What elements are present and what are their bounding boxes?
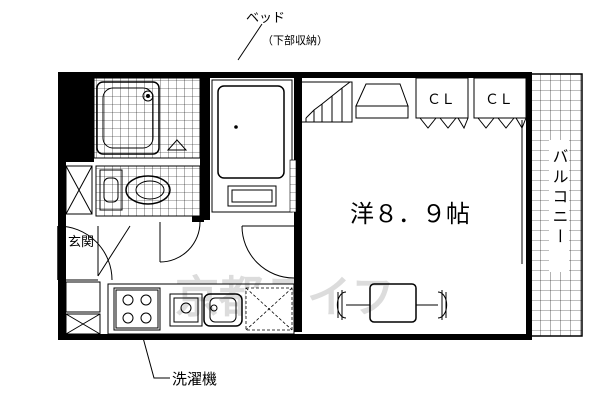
outer-walls	[58, 72, 532, 340]
closet-1-label: ＣＬ	[427, 92, 455, 108]
stairs	[302, 81, 353, 123]
room-door	[241, 225, 295, 279]
bath-door	[159, 216, 204, 263]
dining-table	[336, 283, 448, 323]
entrance-label: 玄関	[68, 235, 94, 250]
toilet-area	[95, 165, 201, 217]
washing-machine-label: 洗濯機	[172, 370, 217, 388]
entrance: 玄関	[57, 225, 131, 313]
washing-machine-leader	[141, 333, 170, 379]
bathroom	[93, 77, 201, 159]
kitchen	[107, 283, 295, 335]
shoe-storage	[65, 165, 101, 335]
washing-machine-pan	[115, 289, 159, 329]
bed-label: ベッド	[246, 11, 285, 26]
bed-note: （下部収納）	[262, 33, 328, 47]
closet-1	[415, 77, 469, 130]
room-label: 洋８．９帖	[350, 200, 470, 228]
closet-2	[473, 77, 527, 130]
bed	[211, 23, 297, 213]
balcony-label: バルコニー	[550, 148, 569, 248]
closet-2-label: ＣＬ	[485, 92, 513, 108]
shelf	[355, 83, 409, 119]
balcony	[529, 73, 583, 337]
